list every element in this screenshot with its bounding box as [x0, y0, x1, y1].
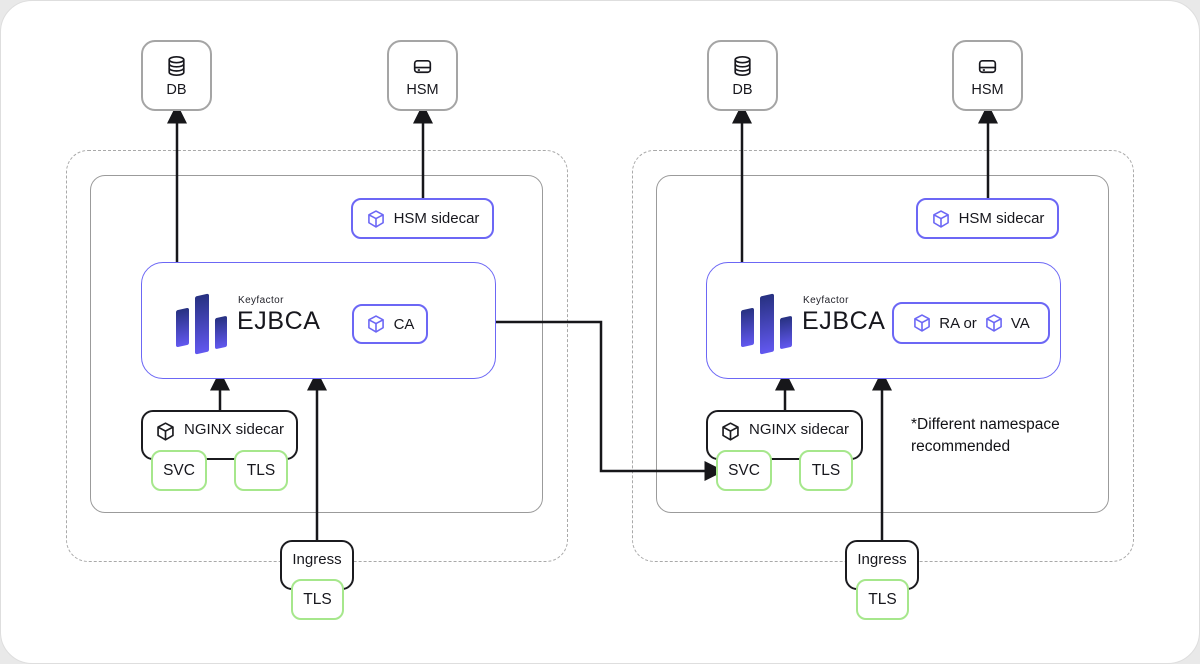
- pod-cube-icon: [984, 313, 1004, 333]
- database-icon: [164, 54, 189, 79]
- hsm-sidecar-right: HSM sidecar: [916, 198, 1059, 239]
- logo-bar: [760, 293, 774, 355]
- pod-cube-icon: [366, 314, 386, 334]
- pod-cube-icon: [155, 421, 176, 442]
- logo-bar: [195, 293, 209, 355]
- db-node-left: DB: [141, 40, 212, 111]
- svc-label: SVC: [728, 461, 760, 479]
- ra-va-role-badge: RA or VA: [892, 302, 1050, 344]
- hsm-label: HSM: [971, 81, 1004, 98]
- tls-label: TLS: [868, 590, 897, 608]
- db-node-right: DB: [707, 40, 778, 111]
- ingress-label: Ingress: [857, 551, 907, 568]
- namespace-note: *Different namespace recommended: [911, 416, 1060, 455]
- pod-cube-icon: [912, 313, 932, 333]
- logo-bar: [741, 307, 754, 348]
- hsm-node-left: HSM: [387, 40, 458, 111]
- hsm-label: HSM: [406, 81, 439, 98]
- ingress-label: Ingress: [292, 551, 342, 568]
- tls-chip-left: TLS: [234, 450, 288, 491]
- svc-chip-left: SVC: [151, 450, 207, 491]
- nginx-sidecar-label: NGINX sidecar: [748, 421, 850, 438]
- hsm-sidecar-label: HSM sidecar: [393, 210, 480, 227]
- keyfactor-wordmark: Keyfactor: [803, 295, 849, 306]
- tls-label: TLS: [811, 461, 841, 479]
- database-icon: [730, 54, 755, 79]
- nginx-sidecar-label: NGINX sidecar: [183, 421, 285, 438]
- hsm-node-right: HSM: [952, 40, 1023, 111]
- ejbca-wordmark: EJBCA: [237, 307, 321, 335]
- logo-bar: [176, 307, 189, 348]
- drive-icon: [410, 54, 435, 79]
- pod-cube-icon: [366, 209, 386, 229]
- va-role-label: VA: [1010, 314, 1030, 332]
- tls-chip-right: TLS: [799, 450, 853, 491]
- ejbca-pod-left: Keyfactor EJBCA CA: [141, 262, 496, 379]
- ra-role-label: RA or: [939, 314, 977, 332]
- keyfactor-wordmark: Keyfactor: [238, 295, 284, 306]
- svc-chip-right: SVC: [716, 450, 772, 491]
- ejbca-wordmark: EJBCA: [802, 307, 886, 335]
- logo-bar: [780, 315, 792, 350]
- hsm-sidecar-label: HSM sidecar: [958, 210, 1045, 227]
- db-label: DB: [732, 81, 753, 98]
- db-label: DB: [166, 81, 187, 98]
- ca-role-label: CA: [393, 315, 415, 333]
- pod-cube-icon: [931, 209, 951, 229]
- tls-label: TLS: [303, 590, 332, 608]
- tls-label: TLS: [246, 461, 276, 479]
- hsm-sidecar-left: HSM sidecar: [351, 198, 494, 239]
- svc-label: SVC: [163, 461, 195, 479]
- ejbca-pod-right: Keyfactor EJBCA RA or VA: [706, 262, 1061, 379]
- logo-bar: [215, 315, 227, 350]
- pod-cube-icon: [720, 421, 741, 442]
- drive-icon: [975, 54, 1000, 79]
- ca-role-badge: CA: [352, 304, 428, 344]
- ingress-tls-chip-right: TLS: [856, 579, 909, 620]
- keyfactor-logo: [176, 291, 232, 355]
- keyfactor-logo: [741, 291, 797, 355]
- ingress-tls-chip-left: TLS: [291, 579, 344, 620]
